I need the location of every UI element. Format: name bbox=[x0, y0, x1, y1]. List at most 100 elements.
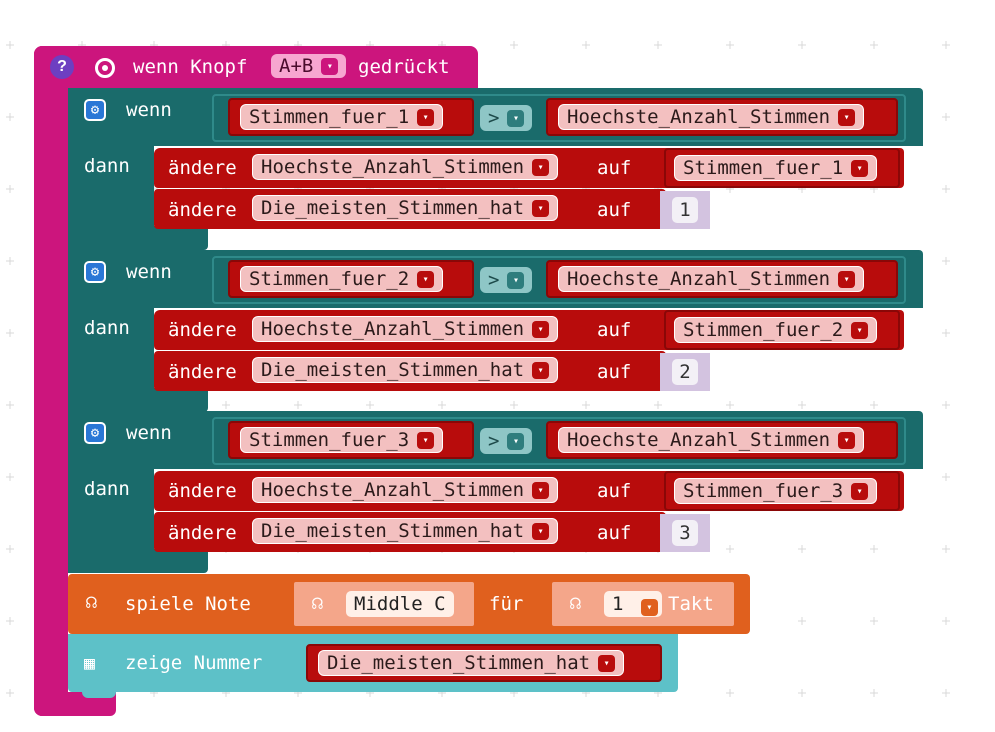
condition-left-dropdown[interactable]: Stimmen_fuer_1 ▾ bbox=[240, 104, 444, 130]
beat-picker[interactable]: ☊ 1 ▾ Takt bbox=[552, 582, 734, 626]
chevron-down-icon: ▾ bbox=[598, 654, 616, 672]
operator-dropdown[interactable]: >▾ bbox=[480, 428, 533, 454]
gear-icon[interactable]: ⚙ bbox=[84, 422, 106, 444]
show-number-variable-dropdown[interactable]: Die_meisten_Stimmen_hat ▾ bbox=[318, 650, 625, 676]
set-variable-dropdown[interactable]: Die_meisten_Stimmen_hat▾ bbox=[252, 195, 559, 221]
set-variable-dropdown[interactable]: Die_meisten_Stimmen_hat▾ bbox=[252, 518, 559, 544]
show-number-variable-name: Die_meisten_Stimmen_hat bbox=[327, 652, 591, 674]
show-number-variable-reporter[interactable]: Die_meisten_Stimmen_hat ▾ bbox=[306, 644, 662, 682]
then-label: dann bbox=[84, 478, 130, 500]
chevron-down-icon: ▾ bbox=[417, 108, 435, 126]
show-number-nub bbox=[82, 690, 116, 698]
chevron-down-icon: ▾ bbox=[417, 270, 435, 288]
chevron-down-icon: ▾ bbox=[851, 321, 869, 339]
set-variable-name: Die_meisten_Stimmen_hat bbox=[261, 197, 525, 219]
if-block-spine bbox=[68, 411, 154, 573]
play-note-label: spiele Note bbox=[125, 593, 251, 615]
if-block-bottom bbox=[68, 388, 208, 412]
then-label: dann bbox=[84, 317, 130, 339]
number-value[interactable]: 3 bbox=[672, 520, 698, 546]
set-variable-dropdown[interactable]: Hoechste_Anzahl_Stimmen▾ bbox=[252, 316, 559, 342]
chevron-down-icon: ▾ bbox=[851, 159, 869, 177]
operator-value: > bbox=[488, 107, 500, 129]
operator-dropdown[interactable]: >▾ bbox=[480, 105, 533, 131]
condition-right-variable: Hoechste_Anzahl_Stimmen bbox=[567, 106, 831, 128]
condition-right-variable: Hoechste_Anzahl_Stimmen bbox=[567, 268, 831, 290]
set-variable-name: Hoechste_Anzahl_Stimmen bbox=[261, 156, 525, 178]
chevron-down-icon: ▾ bbox=[838, 431, 856, 449]
set-value-reporter[interactable]: Stimmen_fuer_1 ▾ bbox=[664, 148, 900, 188]
condition-right-dropdown[interactable]: Hoechste_Anzahl_Stimmen ▾ bbox=[558, 104, 865, 130]
target-icon bbox=[95, 58, 115, 78]
if-label: wenn bbox=[126, 99, 172, 121]
if-block-spine bbox=[68, 250, 154, 412]
note-value: Middle C bbox=[346, 591, 454, 617]
condition-right-variable: Hoechste_Anzahl_Stimmen bbox=[567, 429, 831, 451]
chevron-down-icon: ▾ bbox=[507, 271, 525, 289]
button-dropdown[interactable]: A+B ▾ bbox=[271, 54, 347, 78]
gear-icon[interactable]: ⚙ bbox=[84, 261, 106, 283]
beat-dropdown[interactable]: 1 ▾ bbox=[604, 591, 662, 617]
to-label: auf bbox=[597, 522, 632, 544]
set-value-variable: Stimmen_fuer_1 bbox=[683, 157, 844, 179]
condition-right-reporter[interactable]: Hoechste_Anzahl_Stimmen ▾ bbox=[546, 260, 898, 298]
number-reporter[interactable]: 2 bbox=[660, 353, 710, 391]
chevron-down-icon: ▾ bbox=[838, 108, 856, 126]
number-value[interactable]: 2 bbox=[672, 359, 698, 385]
beat-value: 1 bbox=[612, 593, 624, 615]
set-variable-name: Die_meisten_Stimmen_hat bbox=[261, 520, 525, 542]
chevron-down-icon: ▾ bbox=[532, 320, 550, 338]
condition-right-reporter[interactable]: Hoechste_Anzahl_Stimmen ▾ bbox=[546, 421, 898, 459]
to-label: auf bbox=[597, 157, 632, 179]
condition-left-variable: Stimmen_fuer_1 bbox=[249, 106, 410, 128]
set-value-variable: Stimmen_fuer_2 bbox=[683, 319, 844, 341]
condition-left-reporter[interactable]: Stimmen_fuer_2▾ bbox=[228, 260, 474, 298]
condition-left-dropdown[interactable]: Stimmen_fuer_2▾ bbox=[240, 266, 444, 292]
to-label: auf bbox=[597, 199, 632, 221]
set-variable-name: Die_meisten_Stimmen_hat bbox=[261, 359, 525, 381]
chevron-down-icon: ▾ bbox=[321, 57, 339, 75]
gear-icon[interactable]: ⚙ bbox=[84, 99, 106, 121]
condition-right-reporter[interactable]: Hoechste_Anzahl_Stimmen ▾ bbox=[546, 98, 898, 136]
operator-dropdown[interactable]: >▾ bbox=[480, 267, 533, 293]
question-icon[interactable]: ? bbox=[50, 55, 74, 79]
if-label: wenn bbox=[126, 422, 172, 444]
set-label: ändere bbox=[168, 480, 237, 502]
note-headphones-icon: ☊ bbox=[312, 593, 323, 614]
number-reporter[interactable]: 1 bbox=[660, 191, 710, 229]
condition-right-dropdown[interactable]: Hoechste_Anzahl_Stimmen ▾ bbox=[558, 266, 865, 292]
chevron-down-icon: ▾ bbox=[417, 431, 435, 449]
set-value-reporter[interactable]: Stimmen_fuer_2 ▾ bbox=[664, 310, 900, 350]
set-label: ändere bbox=[168, 522, 237, 544]
set-label: ändere bbox=[168, 157, 237, 179]
chevron-down-icon: ▾ bbox=[507, 432, 525, 450]
note-picker[interactable]: ☊ Middle C bbox=[294, 582, 474, 626]
condition-left-dropdown[interactable]: Stimmen_fuer_3▾ bbox=[240, 427, 444, 453]
event-block-body-left bbox=[34, 46, 68, 716]
set-variable-dropdown[interactable]: Hoechste_Anzahl_Stimmen▾ bbox=[252, 477, 559, 503]
operator-value: > bbox=[488, 269, 500, 291]
chevron-down-icon: ▾ bbox=[507, 109, 525, 127]
set-variable-dropdown[interactable]: Die_meisten_Stimmen_hat▾ bbox=[252, 357, 559, 383]
beat-unit-label: Takt bbox=[668, 593, 714, 615]
condition-left-reporter[interactable]: Stimmen_fuer_1 ▾ bbox=[228, 98, 474, 136]
set-label: ändere bbox=[168, 319, 237, 341]
number-value[interactable]: 1 bbox=[672, 197, 698, 223]
led-grid-icon: ▦ bbox=[84, 653, 95, 674]
to-label: auf bbox=[597, 480, 632, 502]
set-value-dropdown[interactable]: Stimmen_fuer_1 ▾ bbox=[674, 155, 878, 181]
operator-value: > bbox=[488, 430, 500, 452]
condition-left-reporter[interactable]: Stimmen_fuer_3▾ bbox=[228, 421, 474, 459]
number-reporter[interactable]: 3 bbox=[660, 514, 710, 552]
set-value-dropdown[interactable]: Stimmen_fuer_3▾ bbox=[674, 478, 878, 504]
chevron-down-icon: ▾ bbox=[532, 481, 550, 499]
if-block-bottom bbox=[68, 226, 208, 250]
set-value-variable: Stimmen_fuer_3 bbox=[683, 480, 844, 502]
if-block-bottom bbox=[68, 549, 208, 573]
set-variable-dropdown[interactable]: Hoechste_Anzahl_Stimmen▾ bbox=[252, 154, 559, 180]
set-value-reporter[interactable]: Stimmen_fuer_3▾ bbox=[664, 471, 900, 511]
show-number-label: zeige Nummer bbox=[125, 652, 263, 674]
condition-right-dropdown[interactable]: Hoechste_Anzahl_Stimmen ▾ bbox=[558, 427, 865, 453]
set-value-dropdown[interactable]: Stimmen_fuer_2 ▾ bbox=[674, 317, 878, 343]
chevron-down-icon: ▾ bbox=[838, 270, 856, 288]
